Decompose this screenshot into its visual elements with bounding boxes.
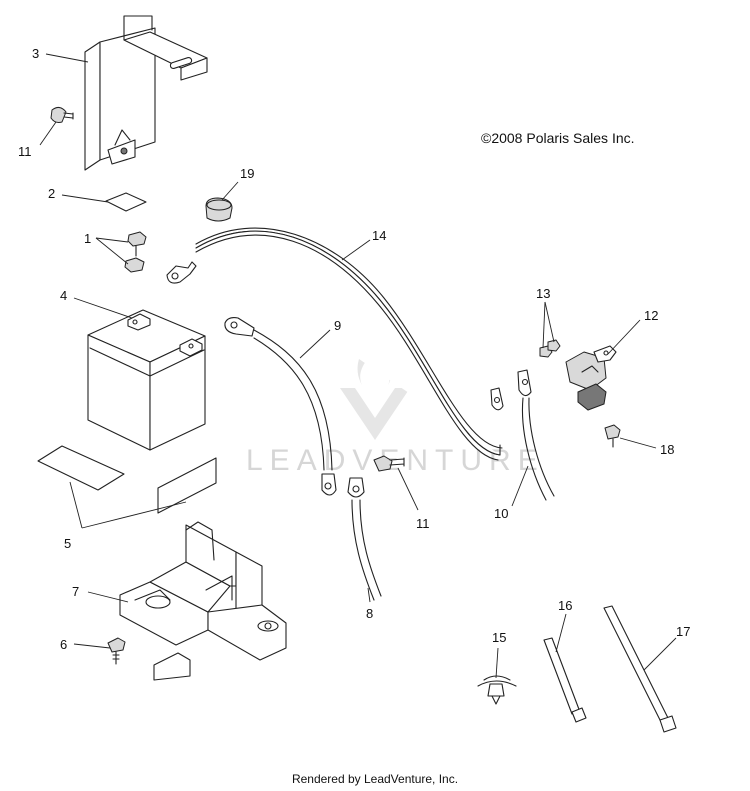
part-screw-11-top[interactable] (50, 106, 74, 123)
watermark-v-icon (340, 388, 410, 440)
part-battery-holder-bracket[interactable] (84, 15, 208, 171)
part-cable-14[interactable] (166, 227, 503, 461)
part-cable-10[interactable] (490, 369, 555, 501)
part-tie-strap-16[interactable] (543, 637, 587, 723)
callout-15: 15 (492, 630, 506, 645)
part-clip-15[interactable] (477, 675, 517, 705)
part-bolt-11-middle[interactable] (373, 455, 405, 472)
leader-lines (39, 53, 677, 679)
part-screw-18[interactable] (604, 424, 621, 448)
callout-4: 4 (60, 288, 67, 303)
part-battery[interactable] (87, 309, 206, 451)
part-nuts-13[interactable] (539, 339, 561, 358)
part-battery-box[interactable] (119, 521, 287, 681)
callout-16: 16 (558, 598, 572, 613)
callout-11-top: 11 (18, 144, 32, 159)
callout-17: 17 (676, 624, 690, 639)
callout-5: 5 (64, 536, 71, 551)
callout-9: 9 (334, 318, 341, 333)
callout-6: 6 (60, 637, 67, 652)
part-relay-12[interactable] (565, 345, 617, 411)
callout-19: 19 (240, 166, 254, 181)
footer-text: Rendered by LeadVenture, Inc. (291, 772, 459, 786)
callout-14: 14 (372, 228, 386, 243)
part-tie-strap-17[interactable] (603, 605, 677, 733)
callout-18: 18 (660, 442, 674, 457)
part-cable-9[interactable] (224, 317, 337, 496)
callouts: 3 11 2 1 4 5 7 6 19 14 9 8 11 10 13 12 1… (18, 46, 690, 652)
callout-11-middle: 11 (416, 516, 430, 531)
part-pads-5[interactable] (37, 445, 217, 514)
callout-8: 8 (366, 606, 373, 621)
part-bolt-nut-1[interactable] (124, 231, 147, 273)
part-screw-6[interactable] (107, 637, 126, 665)
callout-2: 2 (48, 186, 55, 201)
part-cap-19[interactable] (205, 197, 233, 222)
callout-12: 12 (644, 308, 658, 323)
callout-3: 3 (32, 46, 39, 61)
part-pad-2[interactable] (105, 192, 147, 212)
callout-13: 13 (536, 286, 550, 301)
copyright-text: ©2008 Polaris Sales Inc. (481, 130, 635, 146)
callout-7: 7 (72, 584, 79, 599)
part-cable-8[interactable] (347, 477, 382, 601)
callout-10: 10 (494, 506, 508, 521)
callout-1: 1 (84, 231, 91, 246)
